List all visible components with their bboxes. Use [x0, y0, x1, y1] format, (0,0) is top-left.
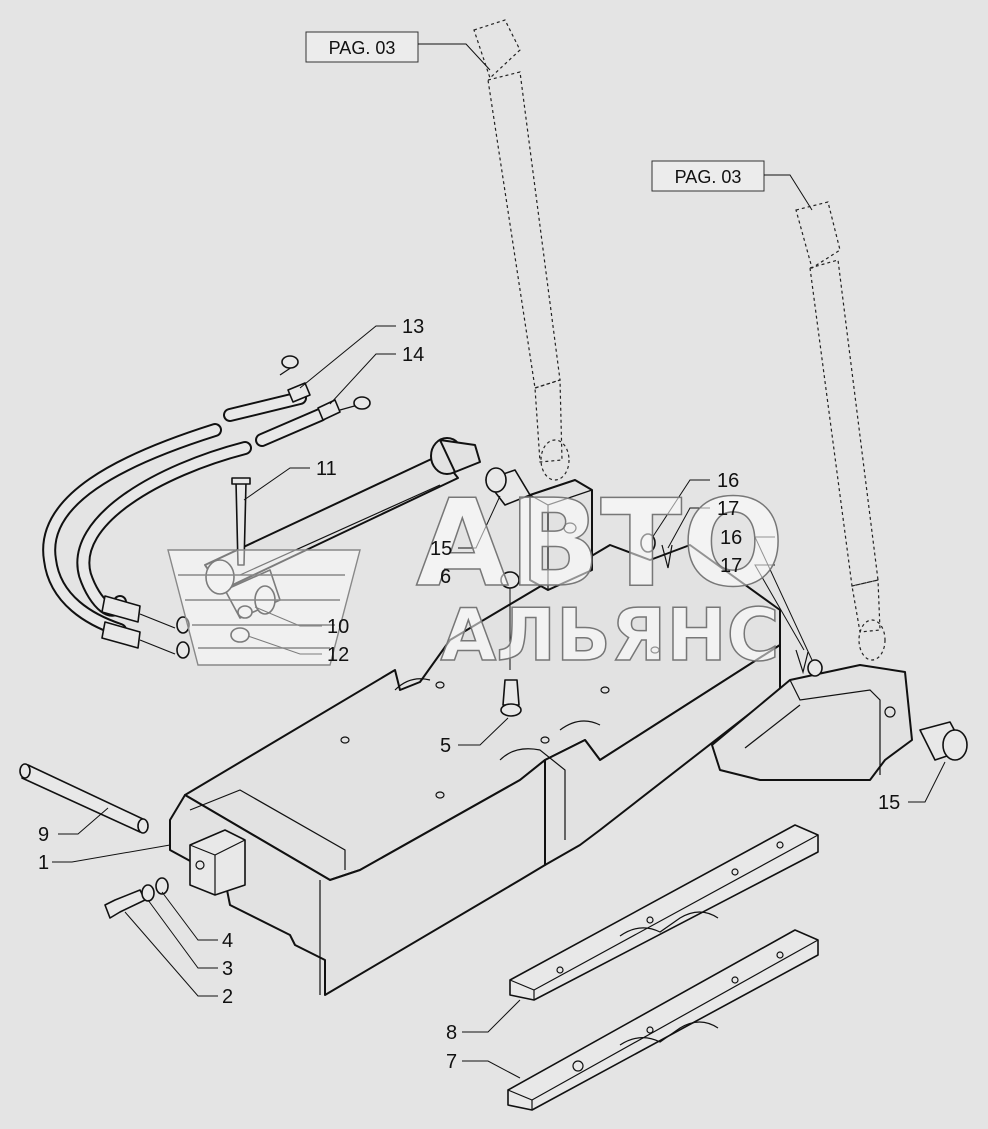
clip-16-left: [640, 533, 656, 553]
watermark-line-2: АЛЬЯНС: [441, 593, 780, 677]
washer-3: [141, 884, 155, 902]
page-ref-right[interactable]: PAG. 03: [651, 160, 765, 192]
callout-13[interactable]: 13: [402, 316, 424, 338]
callout-4[interactable]: 4: [222, 930, 233, 952]
frame-right-arm: [711, 664, 913, 781]
callout-16-right[interactable]: 16: [720, 527, 742, 549]
watermark-logo: АВТО АЛЬЯНС: [167, 474, 785, 678]
hydraulic-cylinder: [204, 437, 481, 619]
callout-17-left[interactable]: 17: [717, 498, 739, 520]
nut-12: [230, 627, 250, 643]
callout-leaders: [52, 325, 946, 1079]
callout-11[interactable]: 11: [316, 458, 337, 480]
bolt-5: [500, 679, 522, 717]
callout-3[interactable]: 3: [222, 958, 233, 980]
fitting-14: [317, 396, 371, 421]
callout-10[interactable]: 10: [327, 616, 349, 638]
nut-10: [237, 605, 253, 619]
callout-9[interactable]: 9: [38, 824, 49, 846]
page-ref-right-label: PAG. 03: [675, 167, 742, 187]
watermark-line-1: АВТО: [416, 475, 784, 614]
callout-14[interactable]: 14: [402, 344, 424, 366]
page-ref-top[interactable]: PAG. 03: [305, 31, 419, 63]
lift-rod-right: [795, 201, 886, 661]
clip-17-left: [661, 544, 673, 569]
frame-body: [169, 544, 781, 996]
pin-15-left: [485, 467, 531, 506]
callout-8[interactable]: 8: [446, 1022, 457, 1044]
hydraulic-hoses: [42, 391, 327, 659]
callout-2[interactable]: 2: [222, 986, 233, 1008]
callout-15-left[interactable]: 15: [430, 538, 452, 560]
page-ref-top-label: PAG. 03: [329, 38, 396, 58]
callout-numbers: 13 14 11 10 12 15 6 5 16 17 16 17 15 9 1…: [38, 316, 900, 1073]
lift-rod-left: [473, 19, 570, 481]
callout-6[interactable]: 6: [440, 566, 451, 588]
plate-8: [509, 824, 819, 1001]
callout-16-left[interactable]: 16: [717, 470, 739, 492]
clip-17-right: [795, 649, 809, 675]
callout-1[interactable]: 1: [38, 852, 49, 874]
bolt-11: [231, 477, 251, 566]
clip-16-right: [807, 659, 823, 677]
center-bracket: [529, 479, 593, 591]
callout-7[interactable]: 7: [446, 1051, 457, 1073]
callout-5[interactable]: 5: [440, 735, 451, 757]
callout-15-right[interactable]: 15: [878, 792, 900, 814]
ring-4: [155, 877, 169, 895]
pin-9: [19, 763, 149, 834]
pin-15-right: [919, 721, 968, 761]
bolt-2: [104, 889, 146, 919]
plate-7: [507, 929, 819, 1111]
fitting-13: [279, 355, 311, 403]
callout-17-right[interactable]: 17: [720, 555, 742, 577]
callout-12[interactable]: 12: [327, 644, 349, 666]
